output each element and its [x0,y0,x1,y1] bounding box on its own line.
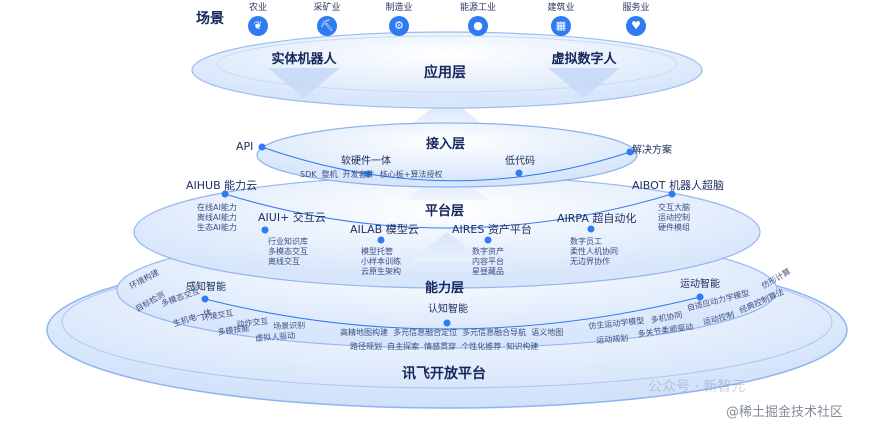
hardware-sub: SDK 整机 开发套件 核心板+算法授权 [300,170,443,179]
scenes-label: 场景 [196,11,224,27]
site-watermark: @稀土掘金技术社区 [726,405,844,420]
service-icon: ♥ [626,16,646,36]
virtual-human-label: 虚拟数字人 [551,51,617,67]
scene-item: 能源工业 ● [458,0,498,36]
scene-label: 农业 [248,3,267,13]
motion-label: 运动智能 [680,279,720,290]
aires-sub: 数字资产 内容平台 星昼藏品 [472,247,504,276]
aiui-sub: 行业知识库 多模态交互 离线交互 [268,237,308,266]
ailab-sub: 模型托管 小样本训练 云原生架构 [361,247,401,276]
base-platform-title: 讯飞开放平台 [402,366,486,382]
ailab-label: AILAB 模型云 [350,223,419,236]
scene-label: 制造业 [385,3,413,13]
aihub-label: AIHUB 能力云 [186,179,258,192]
building-icon: ▦ [551,16,571,36]
airpa-label: AIRPA 超自动化 [557,212,637,225]
hardware-label: 软硬件一体 [341,156,391,167]
leaf-icon: ❦ [248,16,268,36]
perception-label: 感知智能 [186,282,226,293]
application-layer-title: 应用层 [424,65,466,81]
scene-item: 建筑业 ▦ [541,0,581,36]
scene-label: 服务业 [622,3,650,13]
factory-icon: ⚙ [389,16,409,36]
physical-robot-label: 实体机器人 [271,51,337,67]
scene-item: 制造业 ⚙ [379,0,419,36]
cognition-label: 认知智能 [428,304,468,315]
aibot-sub: 交互大脑 运动控制 硬件模组 [658,203,690,232]
scene-label: 建筑业 [547,3,575,13]
cognition-row1: 高精地图构建 多元信息融合定位 多元信息融合导航 语义地图 [340,328,564,337]
access-layer-title: 接入层 [426,137,466,152]
droplet-icon: ● [468,16,488,36]
capability-layer-title: 能力层 [425,281,465,296]
platform-layer-title: 平台层 [425,204,465,219]
mine-icon: ⛏ [317,16,337,36]
wechat-watermark: 公众号 · 新智元 [648,379,746,395]
airpa-sub: 数字员工 柔性人机协同 无边界协作 [570,237,618,266]
aibot-label: AIBOT 机器人超脑 [632,179,724,192]
api-label: API [236,140,254,153]
aires-label: AIRES 资产平台 [452,223,532,236]
scene-item: 服务业 ♥ [616,0,656,36]
scene-label: 能源工业 [459,3,496,13]
lowcode-label: 低代码 [505,156,535,167]
solutions-label: 解决方案 [632,145,672,156]
scene-label: 采矿业 [313,3,341,13]
scene-item: 农业 ❦ [238,0,278,36]
perception-item: 场景识别 [273,320,306,331]
scene-item: 采矿业 ⛏ [307,0,347,36]
aiui-label: AIUI+ 交互云 [258,211,326,224]
cognition-row2: 路径规划 自主探索 情感贯穿 个性化推荐 知识构建 [350,342,539,351]
aihub-sub: 在线AI能力 离线AI能力 生态AI能力 [197,203,237,232]
